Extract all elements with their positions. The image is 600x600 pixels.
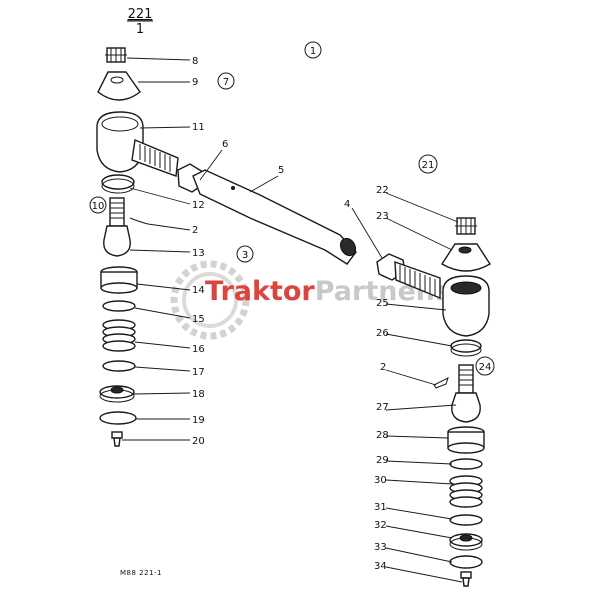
part-ball-pin-right — [451, 364, 481, 423]
part-dust-cap — [97, 71, 141, 101]
label-13: 13 — [192, 248, 205, 259]
part-bushing — [100, 266, 138, 294]
left-assembly — [96, 47, 357, 447]
part-ring — [102, 300, 136, 312]
label-9: 9 — [192, 77, 198, 88]
diagram-sub-number: 1 — [136, 22, 144, 37]
label-33: 33 — [374, 542, 387, 553]
label-2-left: 2 — [192, 225, 198, 236]
part-grease-nipple — [111, 431, 123, 447]
label-29: 29 — [376, 455, 389, 466]
part-bushing-right — [447, 426, 485, 454]
label-15: 15 — [192, 314, 205, 325]
svg-text:7: 7 — [223, 77, 229, 88]
callout-10: 10 — [89, 196, 107, 214]
callout-21: 21 — [418, 154, 438, 174]
gear-watermark-icon — [170, 260, 250, 340]
part-circlip — [99, 411, 137, 425]
part-spring-right — [449, 475, 483, 508]
right-assembly — [351, 192, 491, 587]
label-31: 31 — [374, 502, 387, 513]
callout-1: 1 — [304, 41, 322, 59]
svg-text:24: 24 — [479, 362, 492, 373]
label-25: 25 — [376, 298, 389, 309]
watermark-red: Traktor — [205, 276, 315, 307]
svg-text:10: 10 — [92, 201, 105, 212]
label-2-right: 2 — [380, 362, 386, 373]
part-seat — [99, 385, 135, 403]
label-12: 12 — [192, 200, 205, 211]
label-16: 16 — [192, 344, 205, 355]
label-30: 30 — [374, 475, 387, 486]
svg-text:21: 21 — [422, 160, 435, 171]
label-32: 32 — [374, 520, 387, 531]
part-castle-nut-right — [455, 217, 477, 235]
svg-text:1: 1 — [310, 46, 316, 57]
part-seat-right — [449, 533, 483, 551]
part-ring-right — [449, 458, 483, 470]
part-castle-nut — [105, 47, 127, 63]
callout-24: 24 — [475, 356, 495, 376]
label-8: 8 — [192, 56, 198, 67]
label-19: 19 — [192, 415, 205, 426]
label-5: 5 — [278, 165, 284, 176]
diagram-number: 221 — [128, 7, 153, 22]
callout-7: 7 — [217, 72, 235, 90]
part-circlip-right — [449, 555, 483, 569]
callout-3: 3 — [236, 245, 254, 263]
label-6: 6 — [222, 139, 228, 150]
part-spring-ring — [101, 174, 135, 194]
label-18: 18 — [192, 389, 205, 400]
label-14: 14 — [192, 285, 205, 296]
label-26: 26 — [376, 328, 389, 339]
label-4: 4 — [344, 199, 350, 210]
label-22: 22 — [376, 185, 389, 196]
label-27: 27 — [376, 402, 389, 413]
label-17: 17 — [192, 367, 205, 378]
part-washer — [102, 360, 136, 372]
part-labels: 8 9 11 6 5 12 2 13 14 15 16 17 18 19 20 … — [192, 56, 389, 572]
label-23: 23 — [376, 211, 389, 222]
svg-text:3: 3 — [242, 250, 248, 261]
part-tie-rod-tube — [192, 169, 357, 265]
part-grease-nipple-right — [460, 571, 472, 587]
part-ball-pin — [103, 197, 131, 257]
label-28: 28 — [376, 430, 389, 441]
part-washer-right — [449, 514, 483, 526]
label-11: 11 — [192, 122, 205, 133]
part-dust-cap-right — [441, 243, 491, 272]
part-spring — [102, 319, 136, 352]
part-split-pin — [433, 377, 449, 389]
label-34: 34 — [374, 561, 387, 572]
part-ball-housing — [96, 111, 179, 177]
label-20: 20 — [192, 436, 205, 447]
part-ball-housing-right — [394, 260, 490, 337]
part-spring-ring-right — [450, 339, 482, 357]
footer-code: M88 221-1 — [120, 569, 162, 577]
